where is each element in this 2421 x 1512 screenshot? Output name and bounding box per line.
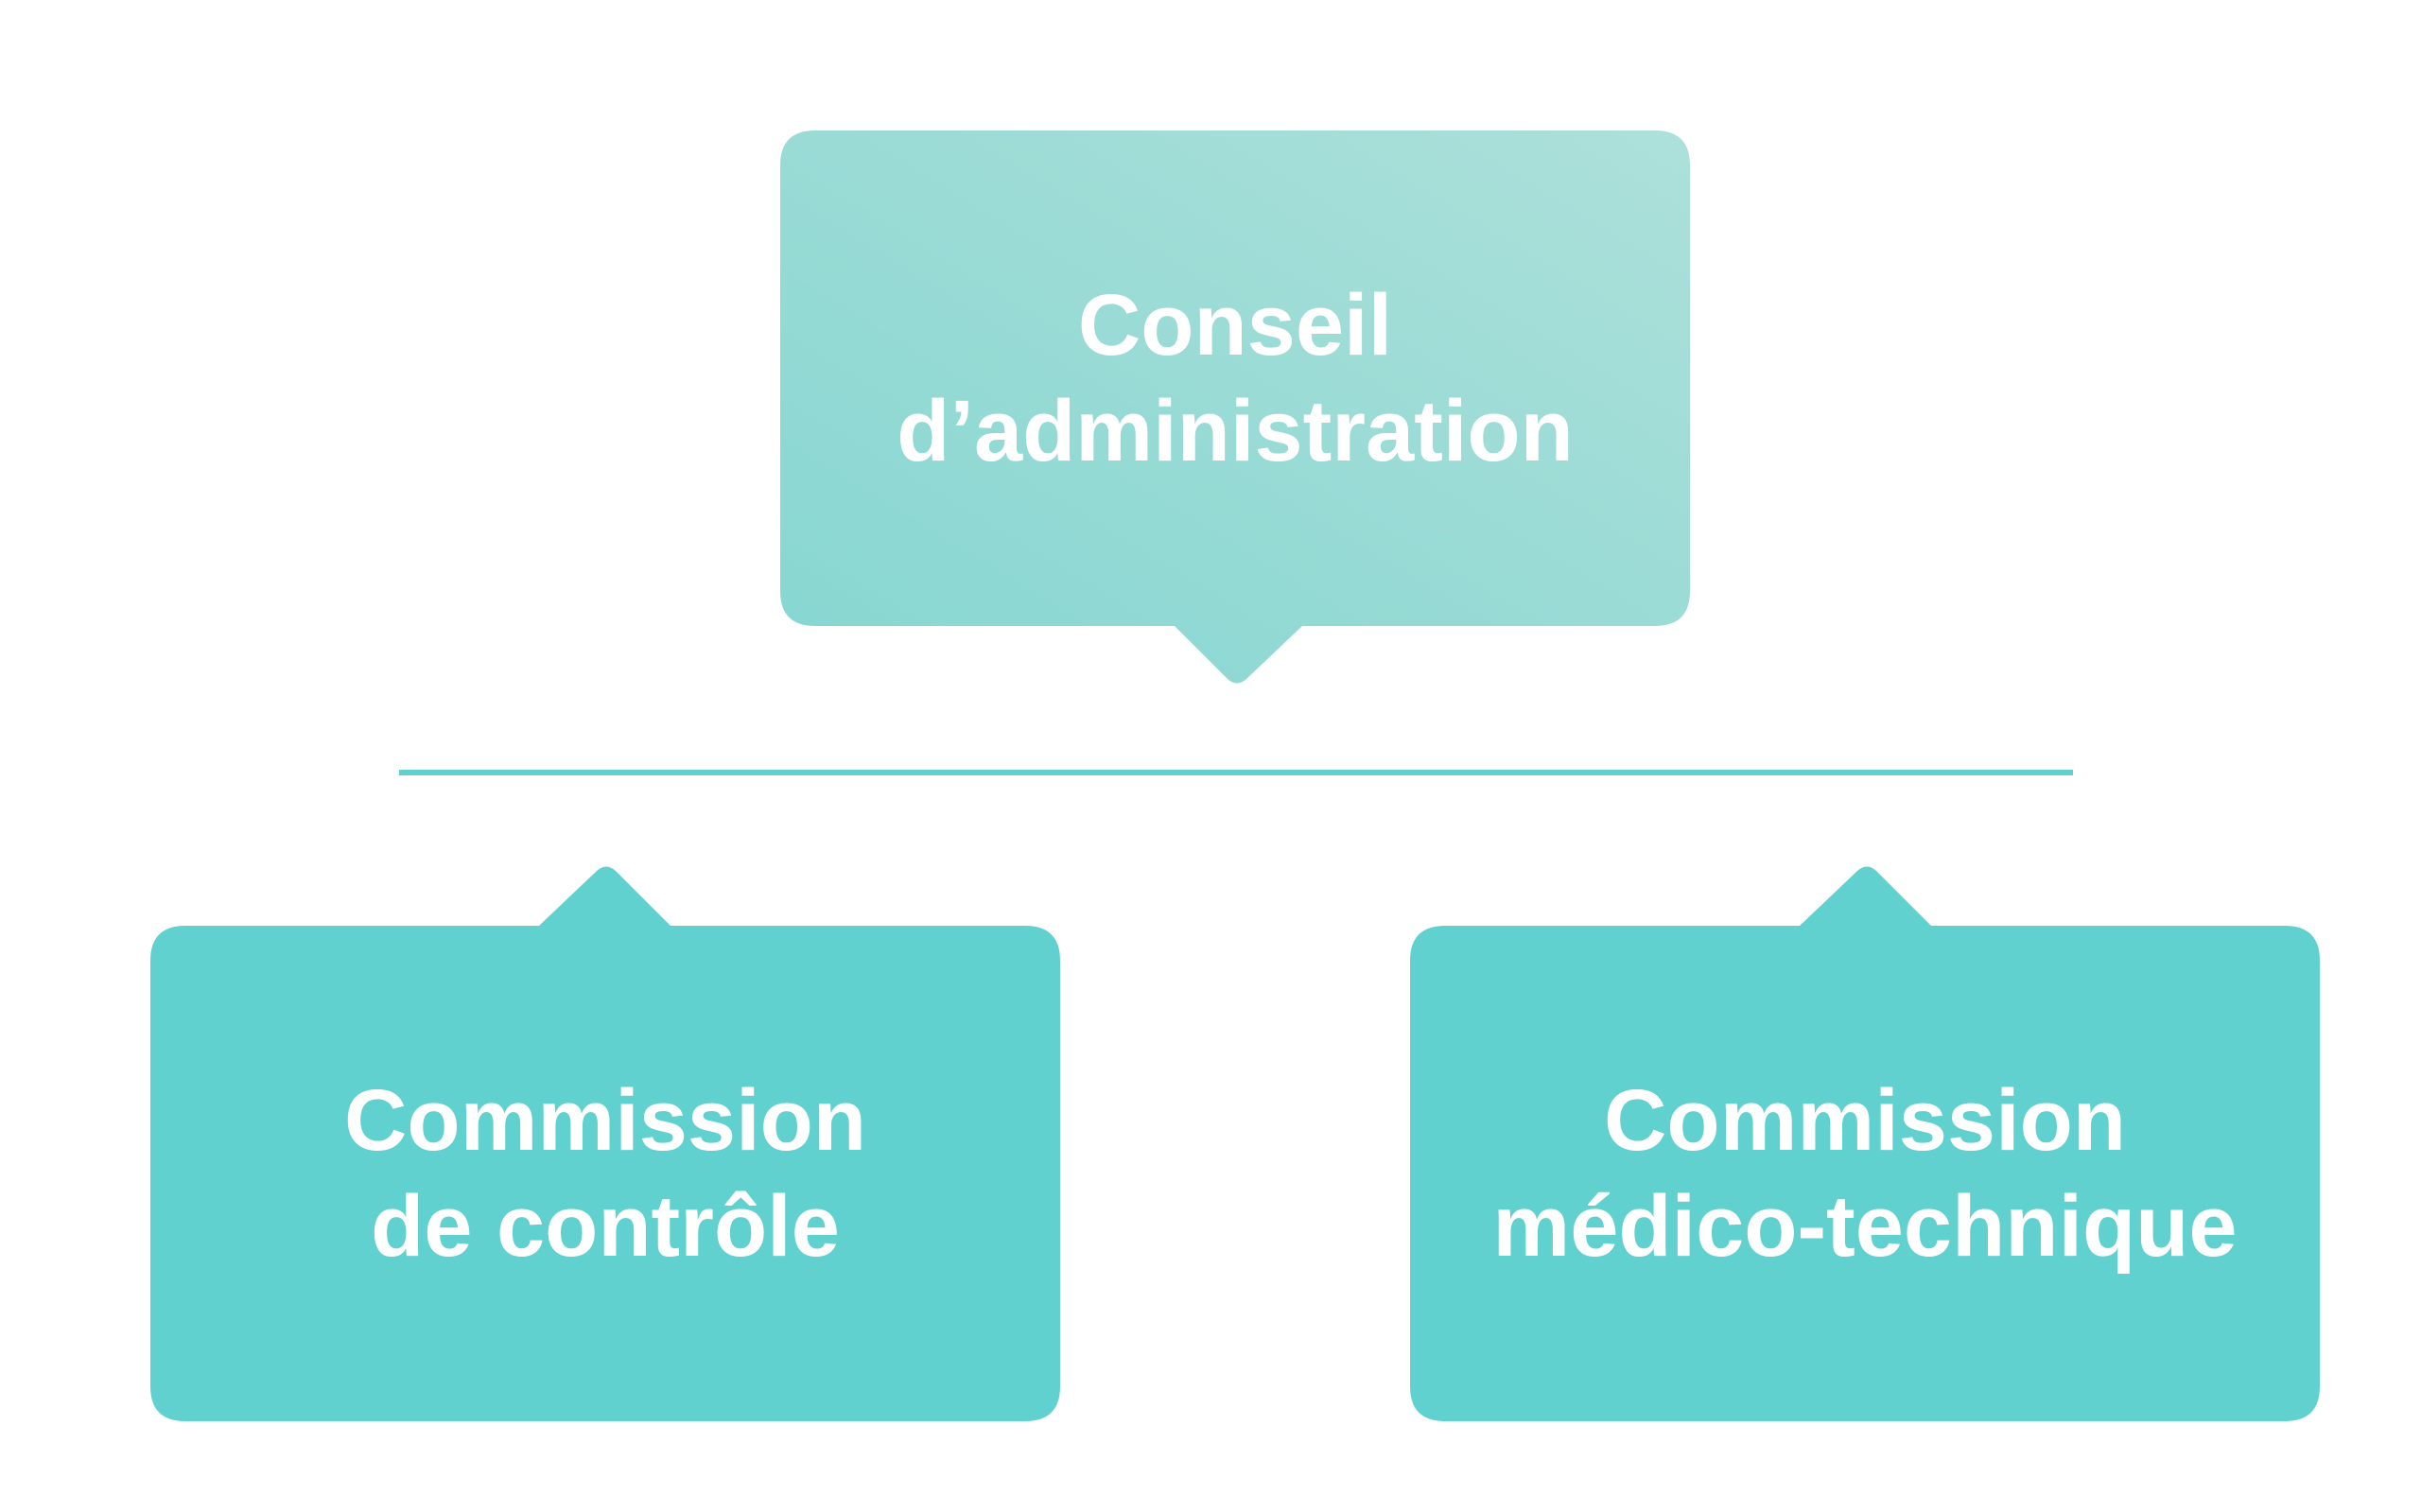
left-box-line2: de contrôle — [371, 1178, 840, 1275]
top-box-label: Conseil d’administration — [780, 130, 1690, 626]
left-box-label: Commission de contrôle — [150, 926, 1060, 1421]
right-box-shape — [1410, 866, 2320, 1421]
right-box-line1: Commission — [1603, 1072, 2127, 1169]
left-box-shape — [150, 866, 1060, 1421]
right-box-label: Commission médico-technique — [1410, 926, 2320, 1421]
right-box-line2: médico-technique — [1492, 1178, 2238, 1275]
top-box-line2: d’administration — [897, 383, 1574, 479]
top-box-shape — [780, 130, 1690, 684]
top-box-line1: Conseil — [1077, 277, 1393, 374]
left-box-line1: Commission — [343, 1072, 867, 1169]
